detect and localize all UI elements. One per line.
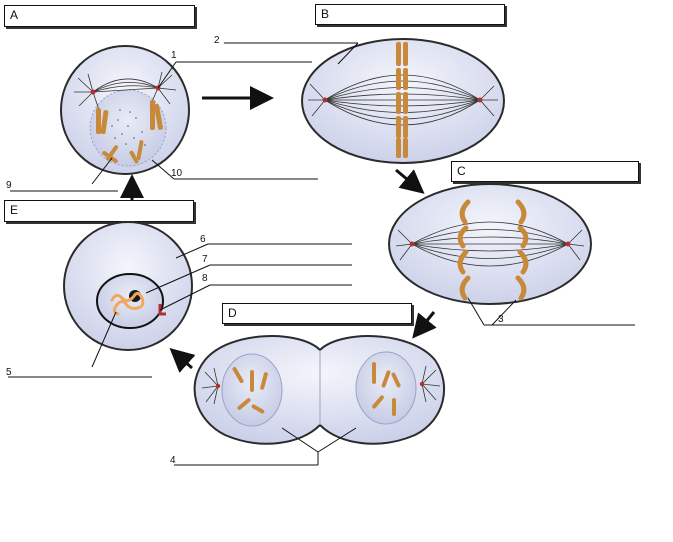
- chromosomes-a: [96, 100, 163, 164]
- label-number-4: 4: [170, 455, 176, 466]
- arrow-c-to-d: [412, 311, 437, 339]
- stage-box-d: D: [222, 303, 412, 324]
- arrows: [120, 86, 437, 373]
- label-number-5: 5: [6, 367, 12, 378]
- stage-letter-a: A: [10, 8, 19, 22]
- stage-letter-b: B: [321, 7, 330, 21]
- label-number-2: 2: [214, 35, 220, 46]
- label-number-3: 3: [498, 314, 504, 325]
- stage-letter-c: C: [457, 164, 466, 178]
- spindle-b: [308, 74, 498, 126]
- spindle-d: [201, 365, 441, 405]
- chromosomes-b: [396, 42, 408, 158]
- chromosomes-c: [457, 199, 529, 301]
- cell-a: [60, 45, 190, 175]
- label-number-1: 1: [171, 50, 177, 61]
- label-number-10: 10: [171, 168, 183, 179]
- cell-d: [193, 335, 445, 445]
- chromatin-e: [110, 291, 145, 316]
- spindle-c: [395, 221, 585, 267]
- label-number-7: 7: [202, 254, 208, 265]
- stage-box-a: A: [4, 5, 195, 27]
- label-number-8: 8: [202, 273, 208, 284]
- centrosome: [90, 89, 96, 95]
- stage-letter-e: E: [10, 203, 19, 217]
- stage-letter-d: D: [228, 306, 237, 320]
- label-number-9: 9: [6, 180, 12, 191]
- stage-box-b: B: [315, 4, 505, 25]
- stage-box-e: E: [4, 200, 194, 222]
- leader-lines: [8, 42, 635, 466]
- cell-c: [388, 183, 592, 305]
- centrosome-e: [158, 304, 166, 316]
- chromosomes-d: [232, 362, 401, 416]
- cell-e: [63, 221, 193, 351]
- stage-box-c: C: [451, 161, 639, 182]
- cell-b: [301, 38, 505, 164]
- arrow-b-to-c: [395, 168, 425, 194]
- arrow-d-to-e: [169, 348, 196, 373]
- label-number-6: 6: [200, 234, 206, 245]
